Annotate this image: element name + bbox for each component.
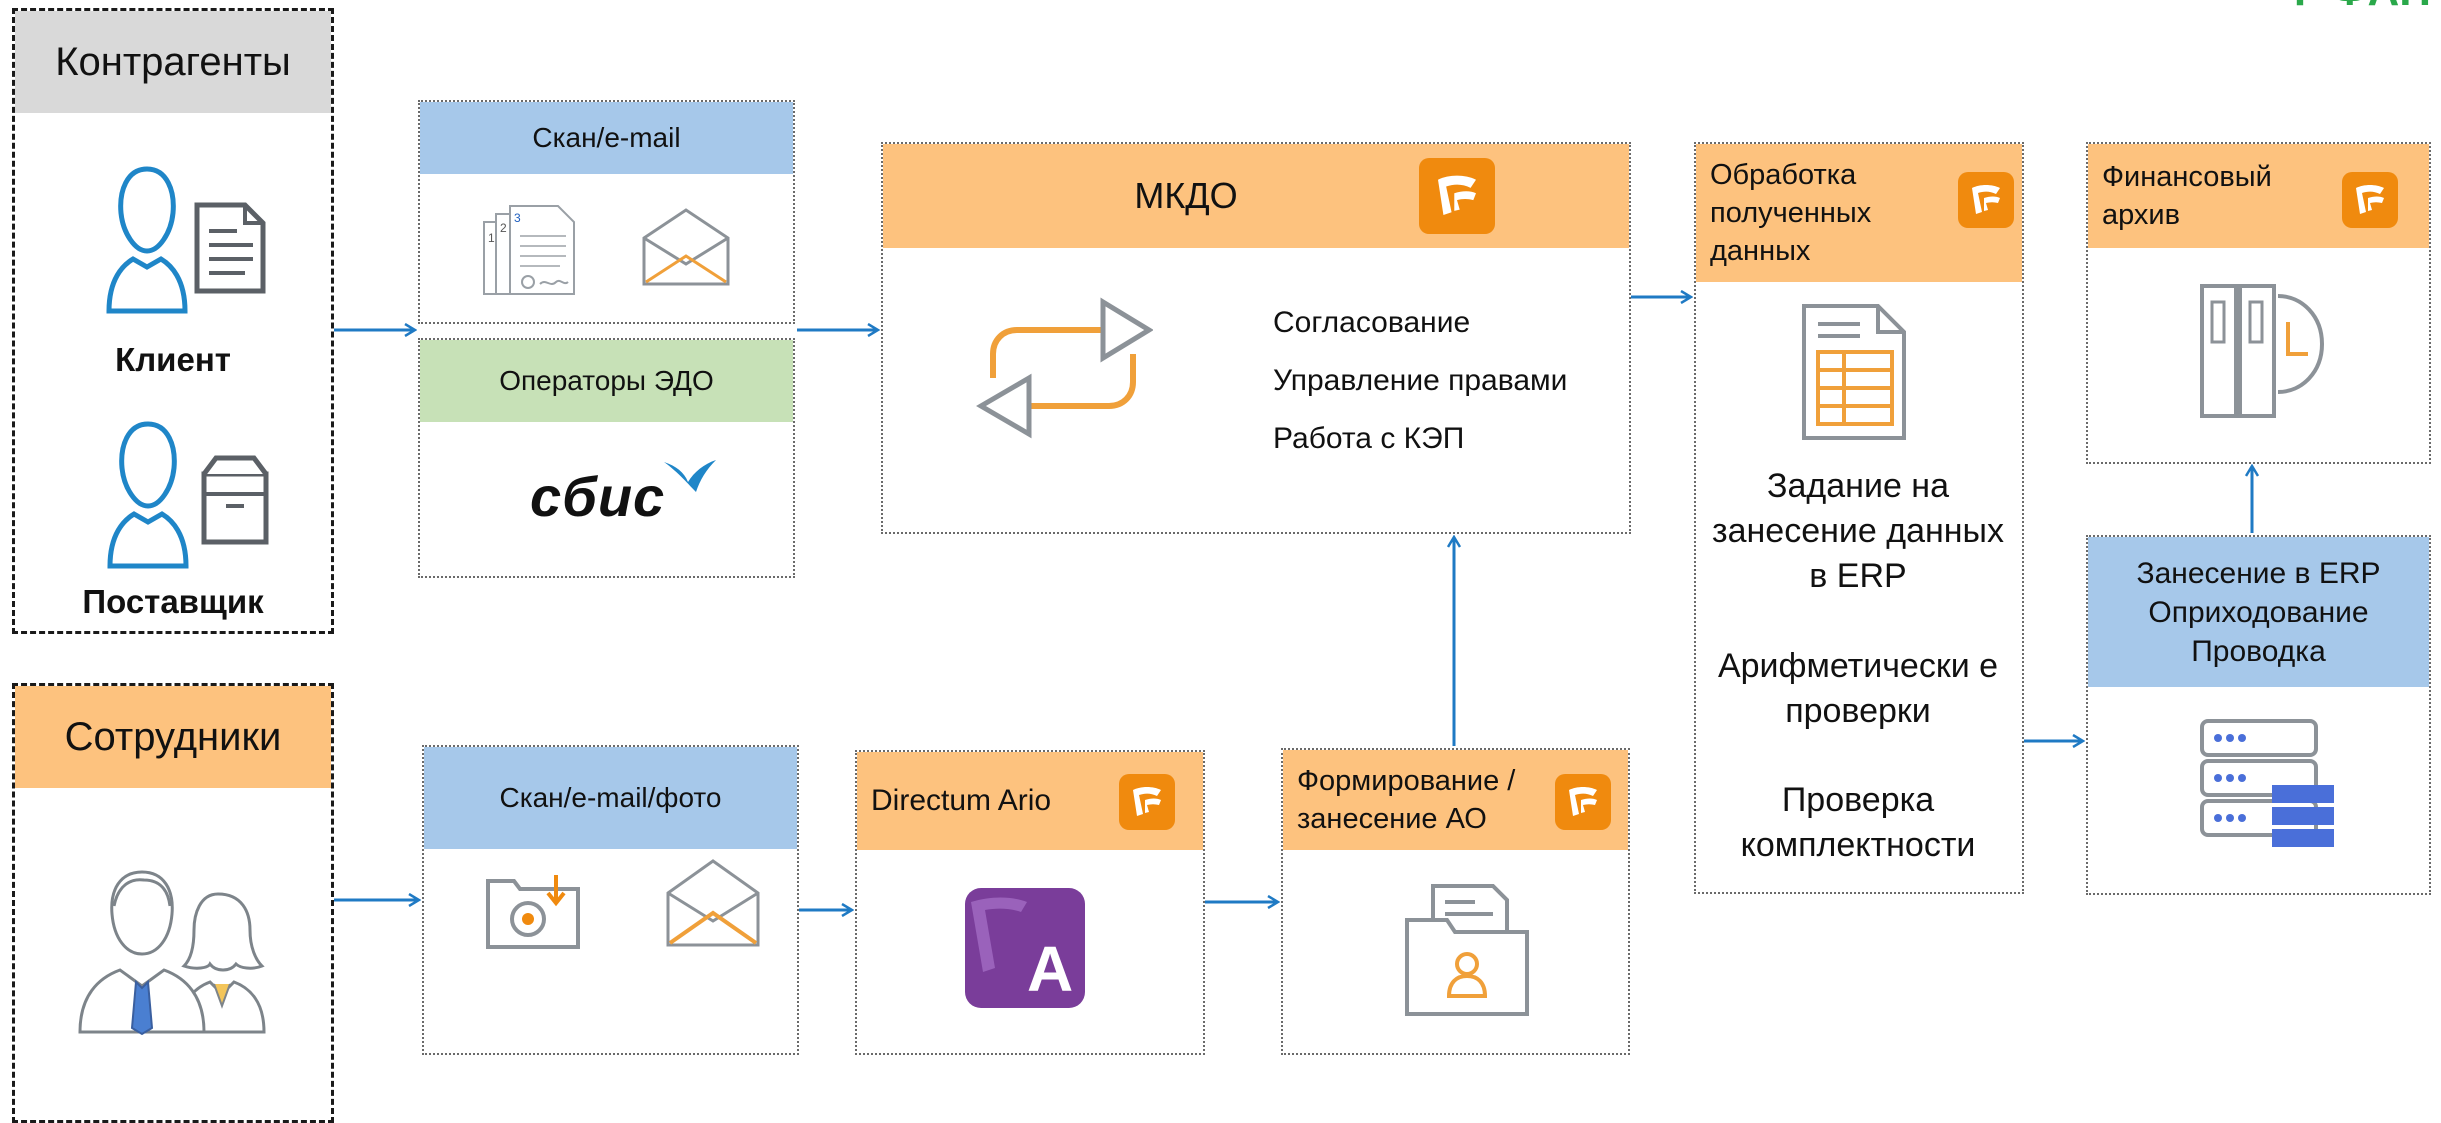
directum-ario-app-icon: A [965,888,1085,1008]
folder-user-icon [1405,884,1529,1016]
sbis-logo-text: сбис [530,465,666,528]
database-server-icon [2200,719,2334,847]
sbis-bird-icon [664,460,716,492]
ao-header: Формирование /занесение АО [1283,750,1628,850]
email-envelope-icon [642,208,730,286]
ao-box: Формирование /занесение АО [1281,748,1630,1055]
svg-text:1: 1 [488,231,495,245]
mkdo-feature-signature: Работа с КЭП [1273,422,1465,455]
supplier-icon [107,421,269,569]
processing-brand-logo-icon [1958,172,2014,228]
client-icon [106,166,266,314]
erp-header: Занесение в ERP Оприходование Проводка [2088,537,2429,687]
processing-item-completeness: Проверка комплектности [1740,781,1976,864]
edo-operators-box: Операторы ЭДО сбис [418,338,795,578]
erp-title: Занесение в ERP Оприходование Проводка [2136,556,2381,668]
finance-archive-title: Финансовый архив [2102,161,2272,231]
mkdo-brand-logo-icon [1419,158,1495,234]
client-label: Клиент [115,341,231,378]
processing-box: Обработка полученных данных Задание на з… [1694,142,2024,894]
spreadsheet-document-icon [1802,304,1906,440]
scan-email-photo-box: Скан/e-mail/фото [422,745,799,1055]
employees-panel: Сотрудники [12,683,334,1123]
ao-title: Формирование /занесение АО [1297,765,1516,835]
finance-archive-brand-logo-icon [2342,172,2398,228]
processing-item-arithmetic: Арифметически е проверки [1717,647,1999,730]
employees-icon [78,870,266,1036]
directum-ario-mark-icon [971,897,1027,972]
directum-brand-logo-icon [1119,774,1175,830]
processing-item-erp-task: Задание на занесение данных в ERP [1712,467,2004,595]
edo-operators-title: Операторы ЭДО [420,340,793,422]
mkdo-header: МКДО [883,144,1629,248]
supplier-label: Поставщик [82,583,264,620]
counterparties-title: Контрагенты [15,11,331,113]
camera-upload-icon [486,875,580,949]
employees-title: Сотрудники [15,686,331,788]
scan-email-box: Скан/e-mail 1 2 3 [418,100,795,324]
mkdo-title: МКДО [1134,175,1238,216]
scan-email-title: Скан/e-mail [420,102,793,174]
scanned-pages-icon: 1 2 3 [483,205,575,295]
svg-text:2: 2 [500,221,507,235]
mkdo-feature-rights: Управление правами [1273,364,1568,397]
directum-ario-title: Directum Ario [871,784,1052,817]
mkdo-feature-approval: Согласование [1273,306,1471,339]
scan-email-photo-title: Скан/e-mail/фото [424,747,797,849]
sync-arrows-icon [976,297,1153,439]
directum-ario-box: Directum Ario A [855,750,1205,1055]
counterparties-panel: Контрагенты Клиент Поставщик [12,8,334,634]
svg-text:3: 3 [514,211,521,225]
email-envelope-icon-2 [666,859,760,947]
erp-box: Занесение в ERP Оприходование Проводка [2086,535,2431,895]
ao-brand-logo-icon [1555,774,1611,830]
archive-binders-clock-icon [2200,284,2325,418]
directum-ario-letter: A [1027,933,1074,1005]
processing-title: Обработка полученных данных [1710,159,1872,267]
corner-brand-text: Г ФАН [2251,0,2441,14]
mkdo-box: МКДО Согласование Управление правами Раб… [881,142,1631,534]
finance-archive-box: Финансовый архив [2086,142,2431,464]
